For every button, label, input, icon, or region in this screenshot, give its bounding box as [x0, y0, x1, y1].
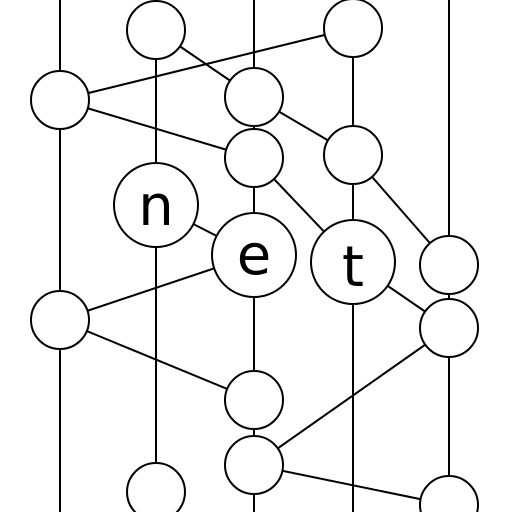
node-circle: [224, 128, 284, 188]
node-circle: [126, 462, 186, 512]
edge-k: [253, 327, 450, 466]
node-e-label: e: [237, 223, 271, 288]
node-circle: [224, 435, 284, 495]
node-circle: [419, 235, 479, 295]
nodes: n e t: [30, 0, 479, 512]
node-n-label: n: [138, 174, 174, 239]
node-t: t: [310, 219, 396, 305]
node-circle: [419, 298, 479, 358]
edge-l: [253, 464, 450, 506]
node-circle: [30, 70, 90, 130]
node-n-circle: [113, 162, 199, 248]
node-e-circle: [211, 212, 297, 298]
node-e: e: [211, 212, 297, 298]
node-circle: [419, 475, 479, 512]
node-circle: [323, 0, 383, 58]
node-circle: [323, 125, 383, 185]
node-circle: [224, 67, 284, 127]
node-circle: [30, 290, 90, 350]
edge-c: [59, 99, 255, 159]
edge-j: [59, 319, 255, 401]
node-circle: [126, 0, 186, 60]
node-n: n: [113, 162, 199, 248]
node-t-label: t: [342, 235, 364, 300]
node-t-circle: [310, 219, 396, 305]
node-circle: [224, 370, 284, 430]
